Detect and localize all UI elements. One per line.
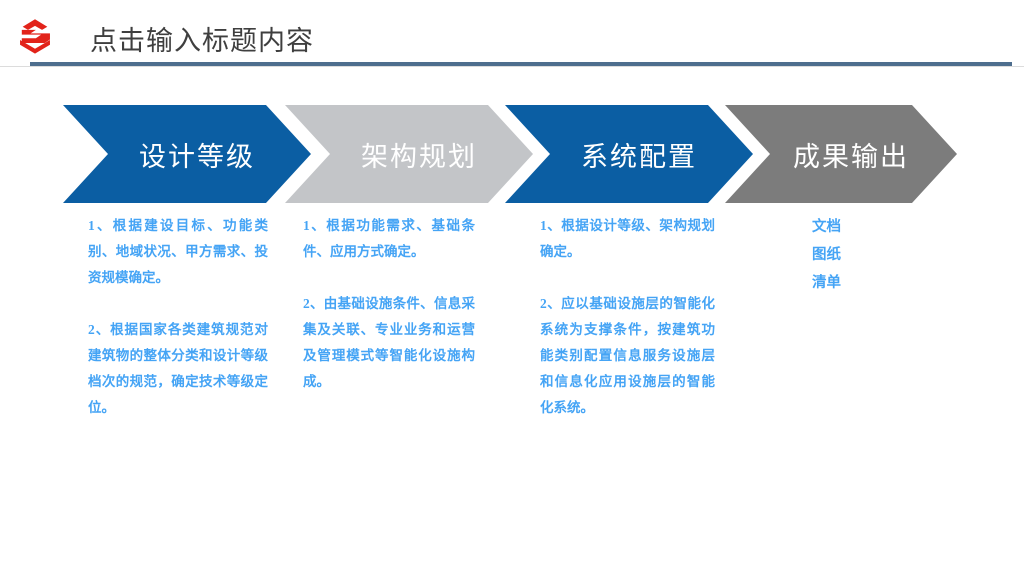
output-item: 文档 — [812, 219, 841, 235]
process-stage-3[interactable]: 系统配置 — [505, 105, 753, 203]
content-paragraph: 1、根据设计等级、架构规划确定。 — [540, 218, 715, 259]
process-stage-3-label: 系统配置 — [581, 141, 697, 172]
content-paragraph: 2、应以基础设施层的智能化系统为支撑条件，按建筑功能类别配置信息服务设施层和信息… — [540, 296, 715, 415]
process-stage-2[interactable]: 架构规划 — [285, 105, 533, 203]
header-divider-rule — [30, 62, 1012, 66]
process-stage-1-label: 设计等级 — [139, 141, 255, 172]
content-column-1: 1、根据建设目标、功能类别、地域状况、甲方需求、投资规模确定。 2、根据国家各类… — [88, 213, 268, 421]
content-column-3: 1、根据设计等级、架构规划确定。 2、应以基础设施层的智能化系统为支撑条件，按建… — [540, 213, 715, 421]
content-paragraph: 2、根据国家各类建筑规范对建筑物的整体分类和设计等级档次的规范，确定技术等级定位… — [88, 322, 268, 415]
header-divider-shadow — [0, 66, 1024, 67]
process-stage-1[interactable]: 设计等级 — [63, 105, 311, 203]
output-item: 图纸 — [812, 247, 841, 263]
process-stage-2-label: 架构规划 — [361, 141, 477, 172]
slide-header: 点击输入标题内容 — [0, 0, 1024, 70]
page-title: 点击输入标题内容 — [90, 26, 314, 56]
process-stage-4[interactable]: 成果输出 — [725, 105, 957, 203]
content-paragraph: 1、根据功能需求、基础条件、应用方式确定。 — [303, 218, 475, 259]
content-paragraph: 2、由基础设施条件、信息采集及关联、专业业务和运营及管理模式等智能化设施构成。 — [303, 296, 475, 389]
content-column-2: 1、根据功能需求、基础条件、应用方式确定。 2、由基础设施条件、信息采集及关联、… — [303, 213, 475, 395]
content-column-4: 文档 图纸 清单 — [812, 213, 962, 297]
output-item: 清单 — [812, 275, 841, 291]
process-chevron-band: 设计等级 架构规划 系统配置 成果输出 — [0, 105, 1024, 203]
process-stage-4-label: 成果输出 — [793, 141, 909, 172]
company-hex-s-logo-icon — [12, 14, 58, 58]
content-columns: 1、根据建设目标、功能类别、地域状况、甲方需求、投资规模确定。 2、根据国家各类… — [0, 213, 1024, 513]
content-paragraph: 1、根据建设目标、功能类别、地域状况、甲方需求、投资规模确定。 — [88, 218, 268, 285]
